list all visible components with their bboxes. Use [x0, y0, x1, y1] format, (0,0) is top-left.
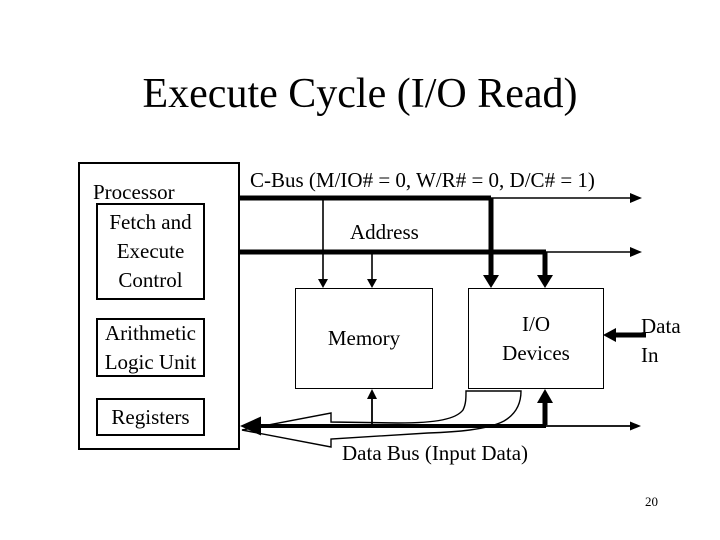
cbus-to-memory-arrow-icon	[318, 279, 328, 288]
fetch-execute-line3: Control	[118, 268, 183, 292]
data-bus-label: Data Bus (Input Data)	[342, 441, 529, 465]
io-devices-line1: I/O	[522, 311, 550, 336]
io-devices-box: I/O Devices	[468, 288, 604, 389]
alu-line1: Arithmetic	[105, 320, 196, 345]
slide-title: Execute Cycle (I/O Read)	[142, 71, 578, 117]
processor-label: Processor	[93, 180, 175, 204]
address-to-io-arrow-icon	[537, 275, 553, 288]
data-bus-left-arrow-icon	[240, 416, 261, 436]
registers-label: Registers	[111, 404, 190, 429]
memory-label: Memory	[327, 326, 401, 350]
c-bus-label: C-Bus (M/IO# = 0, W/R# = 0, D/C# = 1)	[250, 168, 595, 192]
memory-box: Memory	[295, 288, 433, 389]
data-in-line1: Data	[641, 314, 681, 338]
registers-box: Registers	[96, 398, 205, 436]
data-in-arrow-icon	[603, 328, 616, 342]
address-to-memory-arrow-icon	[367, 279, 377, 288]
databus-to-io-arrow-icon	[537, 389, 553, 403]
data-bus-right-arrow-icon	[630, 421, 641, 431]
alu-box: Arithmetic Logic Unit	[96, 318, 205, 377]
fetch-execute-line2: Execute	[116, 239, 185, 263]
address-bus-right-arrow-icon	[630, 247, 642, 257]
cbus-to-io-arrow-icon	[483, 275, 499, 288]
fetch-execute-line1: Fetch and	[109, 210, 192, 234]
data-in-line2: In	[641, 343, 659, 367]
alu-line2: Logic Unit	[104, 349, 197, 374]
data-in-label: Data In	[641, 312, 681, 370]
c-bus-right-arrow-icon	[630, 193, 642, 203]
page-number: 20	[645, 494, 658, 509]
databus-to-memory-arrow-icon	[367, 389, 377, 399]
io-devices-line2: Devices	[502, 340, 570, 365]
fetch-execute-control-box: Fetch and Execute Control	[96, 203, 205, 300]
io-to-processor-flow-arrow-icon	[241, 390, 522, 448]
address-bus-label: Address	[350, 220, 419, 244]
